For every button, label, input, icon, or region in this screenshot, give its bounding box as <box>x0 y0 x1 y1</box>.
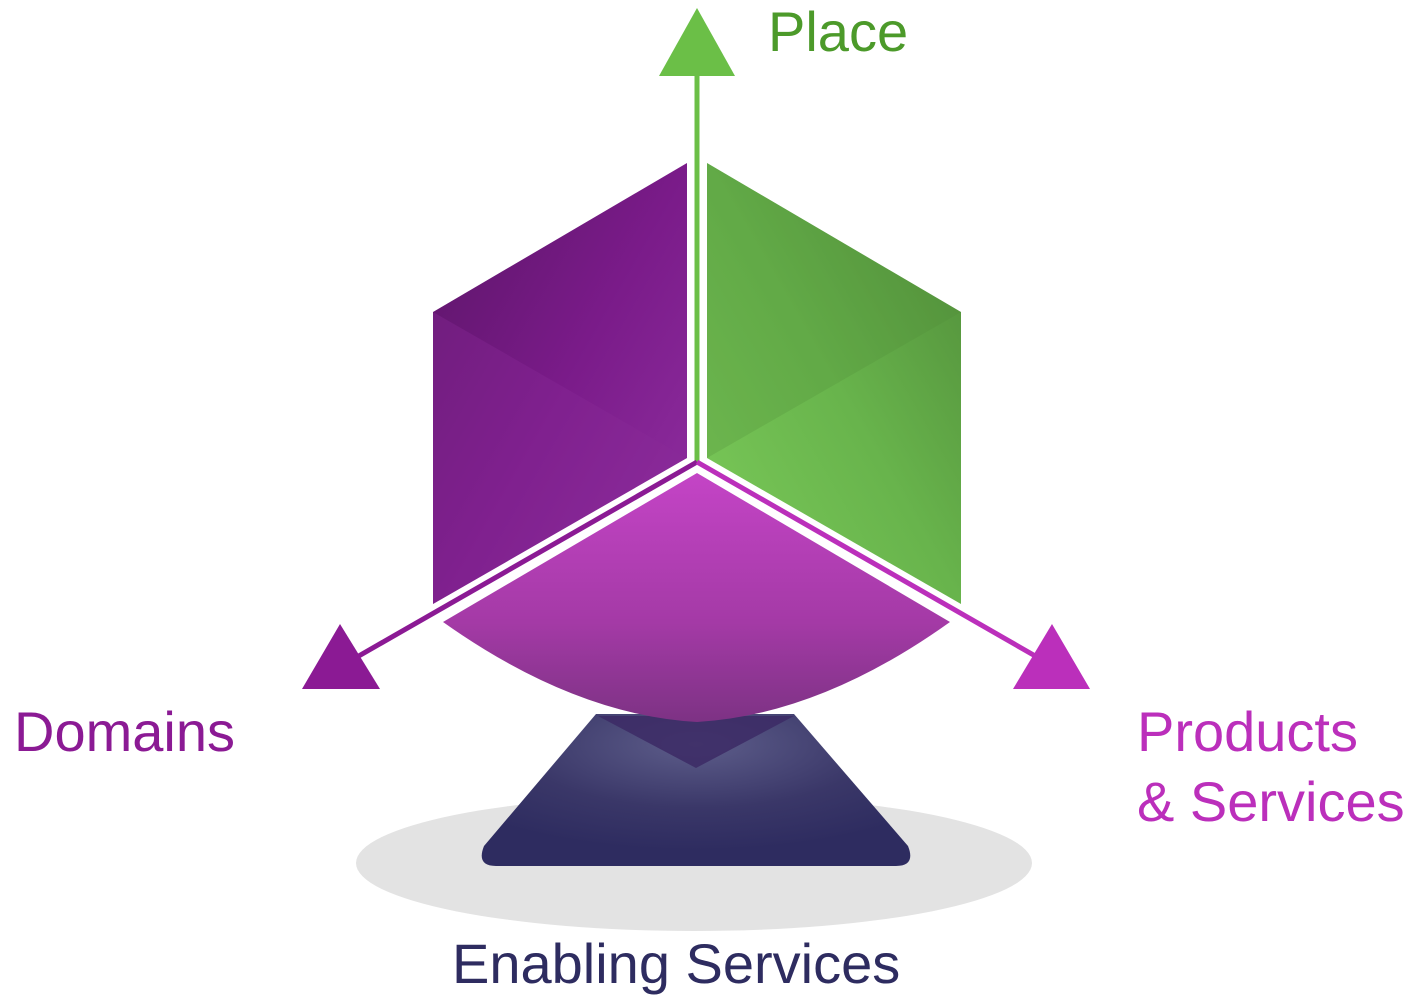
cube-bottom-face <box>443 473 950 722</box>
enabling-services-base <box>481 714 911 866</box>
enabling-services-label: Enabling Services <box>452 932 901 995</box>
place-arrow-icon <box>659 8 735 76</box>
products-axis-line <box>695 459 1039 660</box>
separator-right <box>695 467 959 623</box>
cube-right-face-upper <box>707 163 961 458</box>
cube-right-face <box>707 163 961 604</box>
cube-left-face-lower <box>433 312 687 604</box>
domains-axis-line <box>355 459 699 660</box>
products-arrow-icon <box>1013 624 1090 689</box>
cube-left-face <box>433 163 687 604</box>
base-inner-shade <box>598 716 794 768</box>
products-services-label: Products & Services <box>1137 697 1405 837</box>
domains-arrow-icon <box>302 624 380 689</box>
place-label: Place <box>768 0 909 63</box>
products-label-line2: & Services <box>1137 770 1405 833</box>
products-label-line1: Products <box>1137 700 1358 763</box>
separator-left <box>435 467 699 623</box>
domains-label: Domains <box>14 700 235 763</box>
